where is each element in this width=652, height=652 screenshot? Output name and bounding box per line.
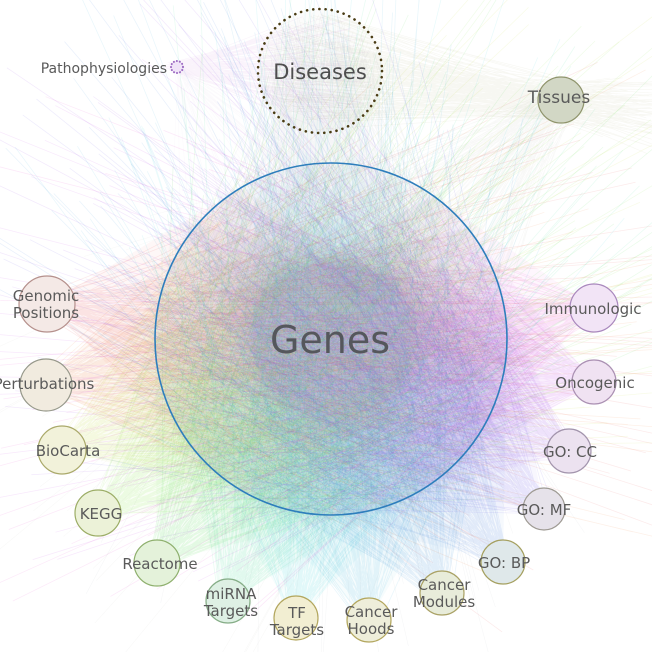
fan-wash-oncogenic (143, 227, 594, 489)
node-cancer_modules[interactable] (419, 570, 465, 616)
edge-bundle-tissues-genes (0, 79, 581, 652)
edge-bundle-oncogenic-genes (0, 44, 605, 582)
node-genomic_positions[interactable] (18, 275, 76, 333)
edge-bundle-diseases-tissues (264, 14, 652, 154)
edge-bundle-kegg-genes (87, 0, 652, 525)
edge-bundle-go_cc-genes (0, 0, 580, 538)
node-go_cc[interactable] (546, 428, 592, 474)
node-go_mf[interactable] (522, 487, 566, 531)
fan-wash-genomic_positions (47, 188, 520, 464)
edge-bundle-go_mf-genes (3, 0, 555, 520)
edge-bundle-reactome-genes (145, 0, 652, 575)
node-immunologic[interactable] (569, 283, 619, 333)
node-tissues[interactable] (537, 76, 585, 124)
node-label-genes: Genes (270, 318, 390, 362)
edge-bundle-immunologic-genes (0, 96, 606, 618)
edge-bundle-cancer_modules-genes (5, 0, 523, 605)
node-label-biocarta: BioCarta (36, 442, 101, 460)
node-kegg[interactable] (74, 489, 122, 537)
node-label-pathophysiologies: Pathophysiologies (41, 61, 167, 77)
node-pathophysiologies[interactable] (170, 60, 184, 74)
fan-wash-tf_targets (181, 150, 454, 618)
fan-wash-go_cc (159, 258, 569, 508)
node-label-kegg: KEGG (80, 505, 123, 523)
node-mirna_targets[interactable] (205, 578, 251, 624)
edge-bundle-biocarta-genes (50, 0, 652, 517)
edge-bundle-mirna_targets-genes (140, 0, 652, 612)
node-label-tissues: Tissues (527, 88, 591, 108)
fan-wash-cancer_modules (251, 164, 501, 594)
node-reactome[interactable] (133, 539, 181, 587)
node-label-immunologic: Immunologic (544, 300, 641, 318)
edge-bundle-perturbations-genes (34, 69, 652, 579)
fan-wash-kegg (98, 225, 484, 516)
fan-wash-mirna_targets (162, 162, 419, 601)
fan-wash-cancer_hoods (208, 150, 483, 620)
node-fill-genes (155, 163, 507, 515)
fan-wash-immunologic (142, 194, 594, 456)
node-oncogenic[interactable] (571, 359, 617, 405)
node-label-go_bp: GO: BP (478, 554, 530, 572)
node-label-oncogenic: Oncogenic (555, 374, 634, 392)
fan-wash-go_bp (214, 188, 507, 562)
node-perturbations[interactable] (19, 358, 73, 412)
edge-bundle-diseases-genes (85, 12, 585, 652)
node-label-go_mf: GO: MF (517, 501, 572, 519)
fan-wash-biocarta (62, 250, 507, 510)
fan-wash-perturbations (46, 218, 519, 494)
node-go_bp[interactable] (480, 539, 526, 585)
node-genes[interactable] (154, 162, 508, 516)
edge-bundle-cancer_hoods-genes (14, 0, 545, 631)
node-cancer_hoods[interactable] (346, 597, 392, 643)
node-diseases[interactable] (256, 7, 384, 135)
node-label-go_cc: GO: CC (543, 443, 597, 461)
fan-wash-go_mf (182, 220, 544, 515)
node-label-reactome: Reactome (122, 555, 197, 573)
fan-wash-reactome (155, 188, 448, 563)
node-tf_targets[interactable] (273, 595, 319, 641)
node-label-perturbations: Perturbations (0, 375, 95, 393)
edge-bundle-pathophysiologies-genes (157, 62, 556, 552)
node-label-diseases: Diseases (273, 60, 367, 84)
edge-bundle-diseases-pathophysiologies (162, 16, 372, 127)
edge-bundle-genomic_positions-genes (33, 62, 652, 633)
node-biocarta[interactable] (37, 425, 87, 475)
